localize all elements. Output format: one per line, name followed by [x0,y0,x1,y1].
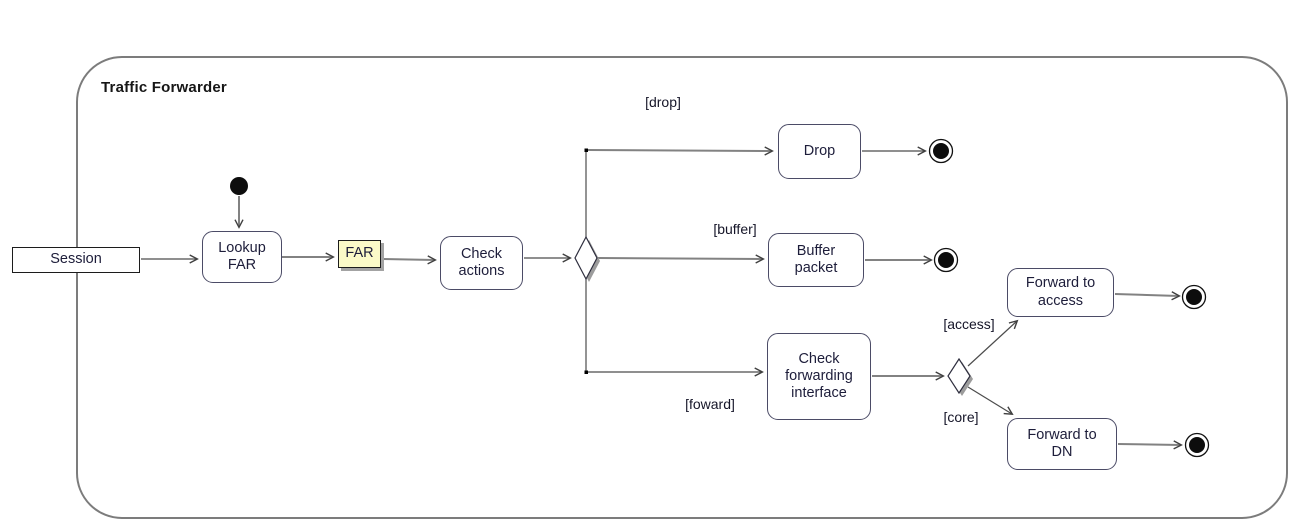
initial-node [230,177,248,195]
guard-access: [access] [943,316,995,332]
node-check-actions: Check actions [440,236,523,290]
activity-frame [76,56,1288,519]
final-node-access [1181,284,1207,310]
guard-foward: [foward] [685,396,735,412]
junction-dot-bottom [584,370,588,374]
guard-core: [core] [943,409,979,425]
edge-fta-to-final [1114,291,1181,301]
edge-far-to-check-actions [382,255,437,265]
guard-buffer: [buffer] [713,221,757,237]
final-node-drop [928,138,954,164]
node-forward-to-access: Forward to access [1007,268,1114,317]
final-node-dn [1184,432,1210,458]
decision-check-actions [574,235,600,282]
node-drop: Drop [778,124,861,179]
node-forward-to-dn: Forward to DN [1007,418,1117,470]
decision-diamond [947,357,971,395]
final-node-buffer [933,247,959,273]
node-check-forwarding-interface: Check forwarding interface [767,333,871,420]
edge-drop-branch [587,146,774,156]
decision-forwarding-interface [947,357,973,396]
edge-access-branch [967,319,1019,367]
node-session: Session [12,247,140,273]
edge-core-branch [967,386,1014,416]
node-lookup-far: Lookup FAR [202,231,282,283]
node-buffer-packet: Buffer packet [768,233,864,287]
junction-dot-top [584,148,588,152]
frame-title: Traffic Forwarder [101,79,227,96]
edge-buffer-branch [597,254,765,264]
guard-drop: [drop] [645,94,681,110]
decision-diamond [574,235,598,281]
node-far-object: FAR [338,240,381,268]
edge-ftdn-to-final [1117,440,1183,450]
